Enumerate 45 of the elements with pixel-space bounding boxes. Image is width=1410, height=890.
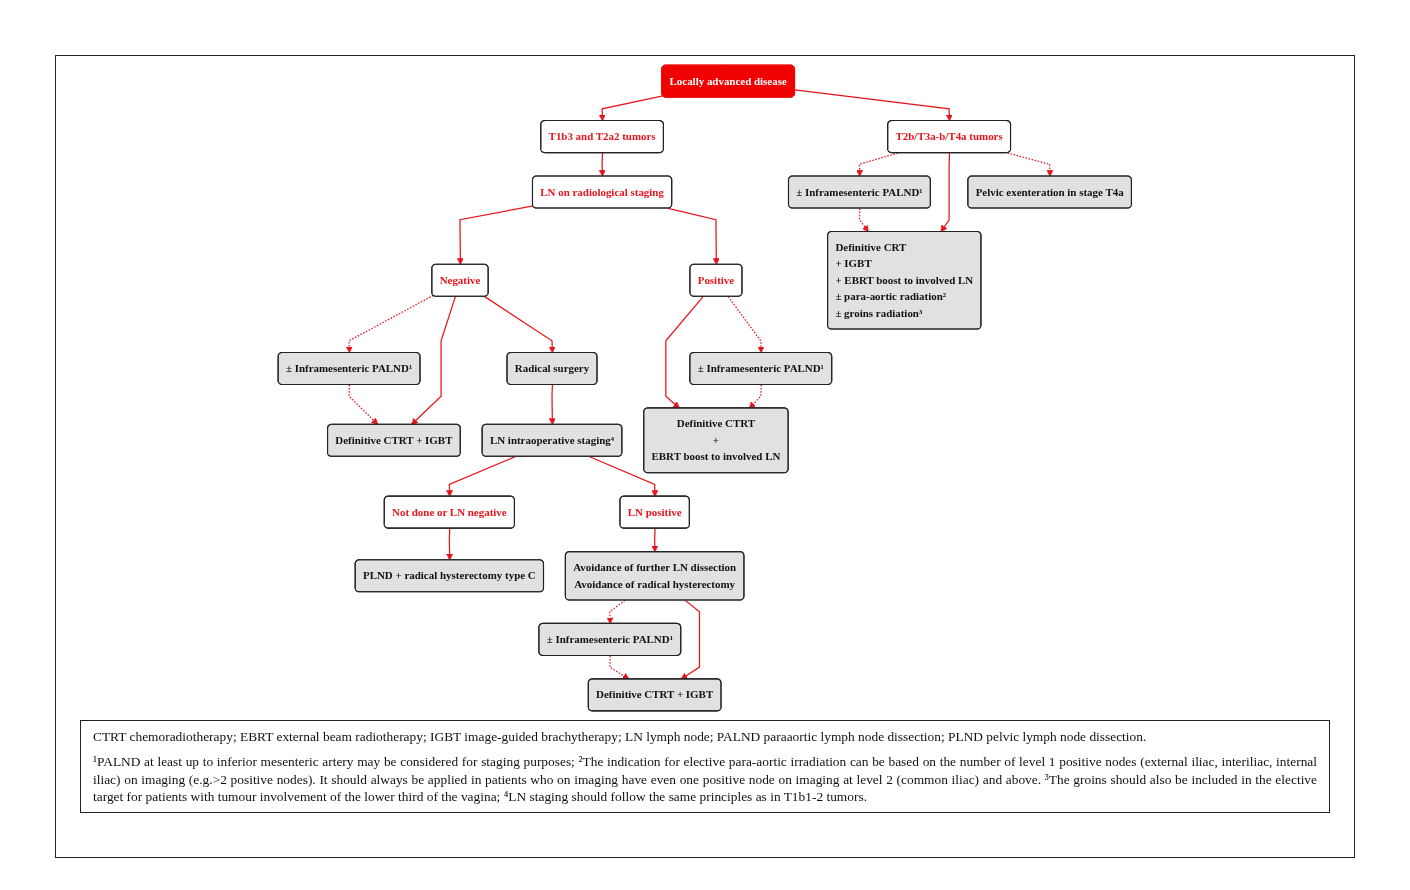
dashed-arrow xyxy=(1007,152,1054,177)
arrow xyxy=(940,152,951,233)
step-box: Positive xyxy=(689,263,743,297)
process-box: Radical surgery xyxy=(506,351,598,386)
arrow xyxy=(446,456,516,497)
arrow xyxy=(446,527,454,561)
dashed-arrow xyxy=(606,599,626,625)
dashed-arrow xyxy=(609,655,630,680)
arrow xyxy=(667,207,720,265)
arrow xyxy=(411,296,457,425)
process-box: ± Inframesenteric PALND¹ xyxy=(277,351,421,386)
process-box: PLND + radical hysterectomy type C xyxy=(354,559,545,593)
arrow xyxy=(665,296,704,409)
arrow xyxy=(484,296,556,354)
step-box: LN on radiological staging xyxy=(532,175,673,209)
process-box: Pelvic exenteration in stage T4a xyxy=(967,175,1133,209)
dashed-arrow xyxy=(749,384,762,409)
process-box: Definitive CTRT + IGBT xyxy=(327,423,462,457)
arrow xyxy=(599,95,664,122)
footnote-text: ¹PALND at least up to inferior mesenteric artery may be considered for staging purposes; ²The indication for elective para-aortic irradiation can be based on the number of level 1 positive nodes (external iliac, interiliac, internal iliac) on imaging (e.g.>2 positive nodes). It should always be applied in patients who on imaging have even one positive node on imaging at level 2 (common iliac) and above. ³The groins should also be included in the elective target for patients with tumour involvement of the lower third of the vagina; ⁴LN staging should follow the same principles as in T1b1-2 tumors. xyxy=(93,753,1317,806)
process-box: Definitive CTRT + EBRT boost to involved LN xyxy=(643,407,789,474)
dashed-arrow xyxy=(348,384,379,425)
abbreviations-note: CTRT chemoradiotherapy; EBRT external beam radiotherapy; IGBT image-guided brachytherapy; LN lymph node; PALND paraaortic lymph node dissection; PLND pelvic lymph node dissection. xyxy=(93,728,1148,746)
process-box: Definitive CTRT + IGBT xyxy=(587,678,722,712)
arrow xyxy=(589,456,659,497)
arrow xyxy=(794,89,953,122)
process-box: Definitive CRT + IGBT + EBRT boost to involved LN ± para-aortic radiation² ± groins radiation³ xyxy=(827,230,982,330)
process-box: Avoidance of further LN dissection Avoidance of radical hysterectomy xyxy=(565,551,745,601)
process-box: LN intraoperative staging⁴ xyxy=(481,423,623,457)
arrow xyxy=(457,205,534,265)
dashed-arrow xyxy=(346,294,435,354)
step-box: T1b3 and T2a2 tumors xyxy=(540,120,665,154)
step-box: T2b/T3a-b/T4a tumors xyxy=(887,120,1012,154)
arrow xyxy=(549,384,556,425)
process-box: ± Inframesenteric PALND¹ xyxy=(788,175,932,209)
step-box: Not done or LN negative xyxy=(383,495,516,529)
step-box: LN positive xyxy=(619,495,691,529)
dashed-arrow xyxy=(727,296,765,354)
arrow xyxy=(651,527,659,553)
step-box: Negative xyxy=(431,263,489,297)
process-box: ± Inframesenteric PALND¹ xyxy=(538,622,682,656)
process-box: ± Inframesenteric PALND¹ xyxy=(689,351,833,386)
arrow xyxy=(680,599,701,680)
arrow xyxy=(599,152,606,177)
start-box: Locally advanced disease xyxy=(661,64,796,98)
